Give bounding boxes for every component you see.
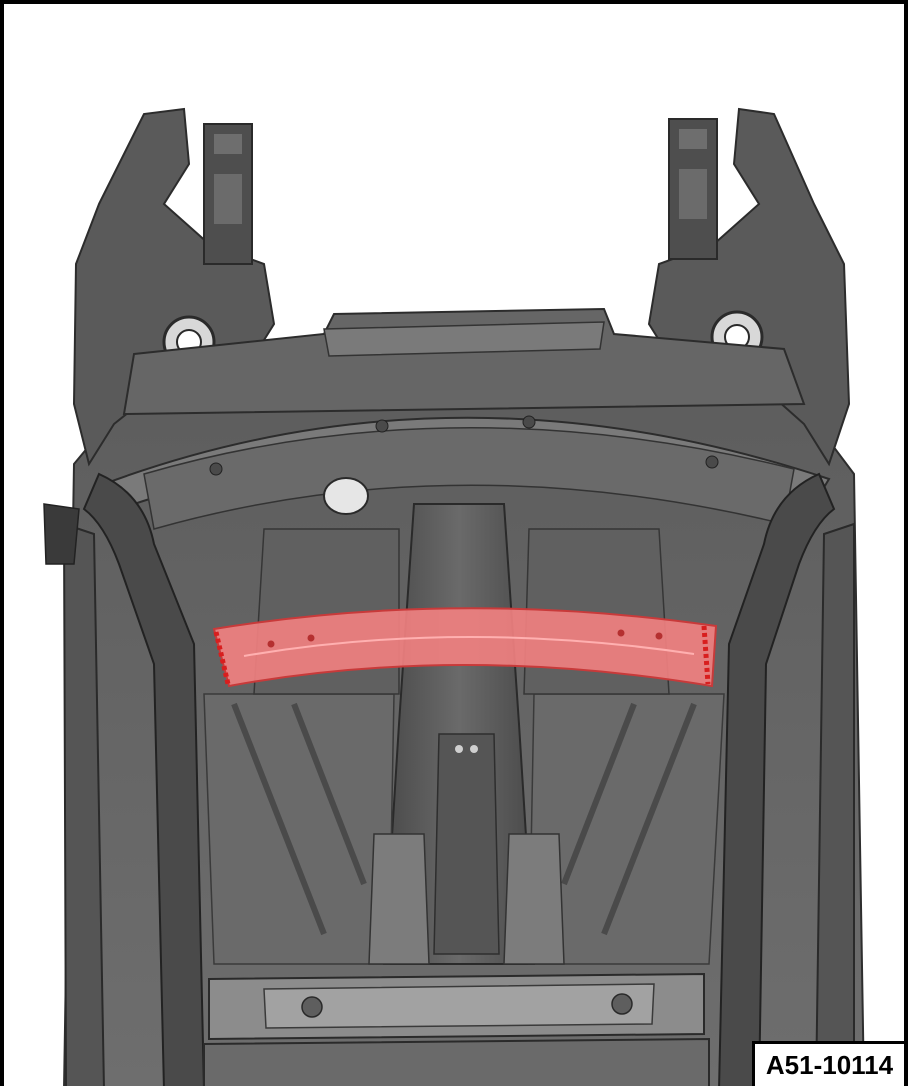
highlighted-cross-member bbox=[212, 607, 718, 688]
left-side-rail bbox=[43, 472, 205, 1086]
rear-cross-member bbox=[203, 972, 710, 1086]
right-side-rail bbox=[718, 472, 855, 1086]
floor-panels bbox=[203, 528, 725, 965]
figure-label: A51-10114 bbox=[752, 1041, 904, 1086]
underbody-illustration bbox=[43, 107, 865, 1086]
cowl-panel bbox=[122, 307, 806, 416]
